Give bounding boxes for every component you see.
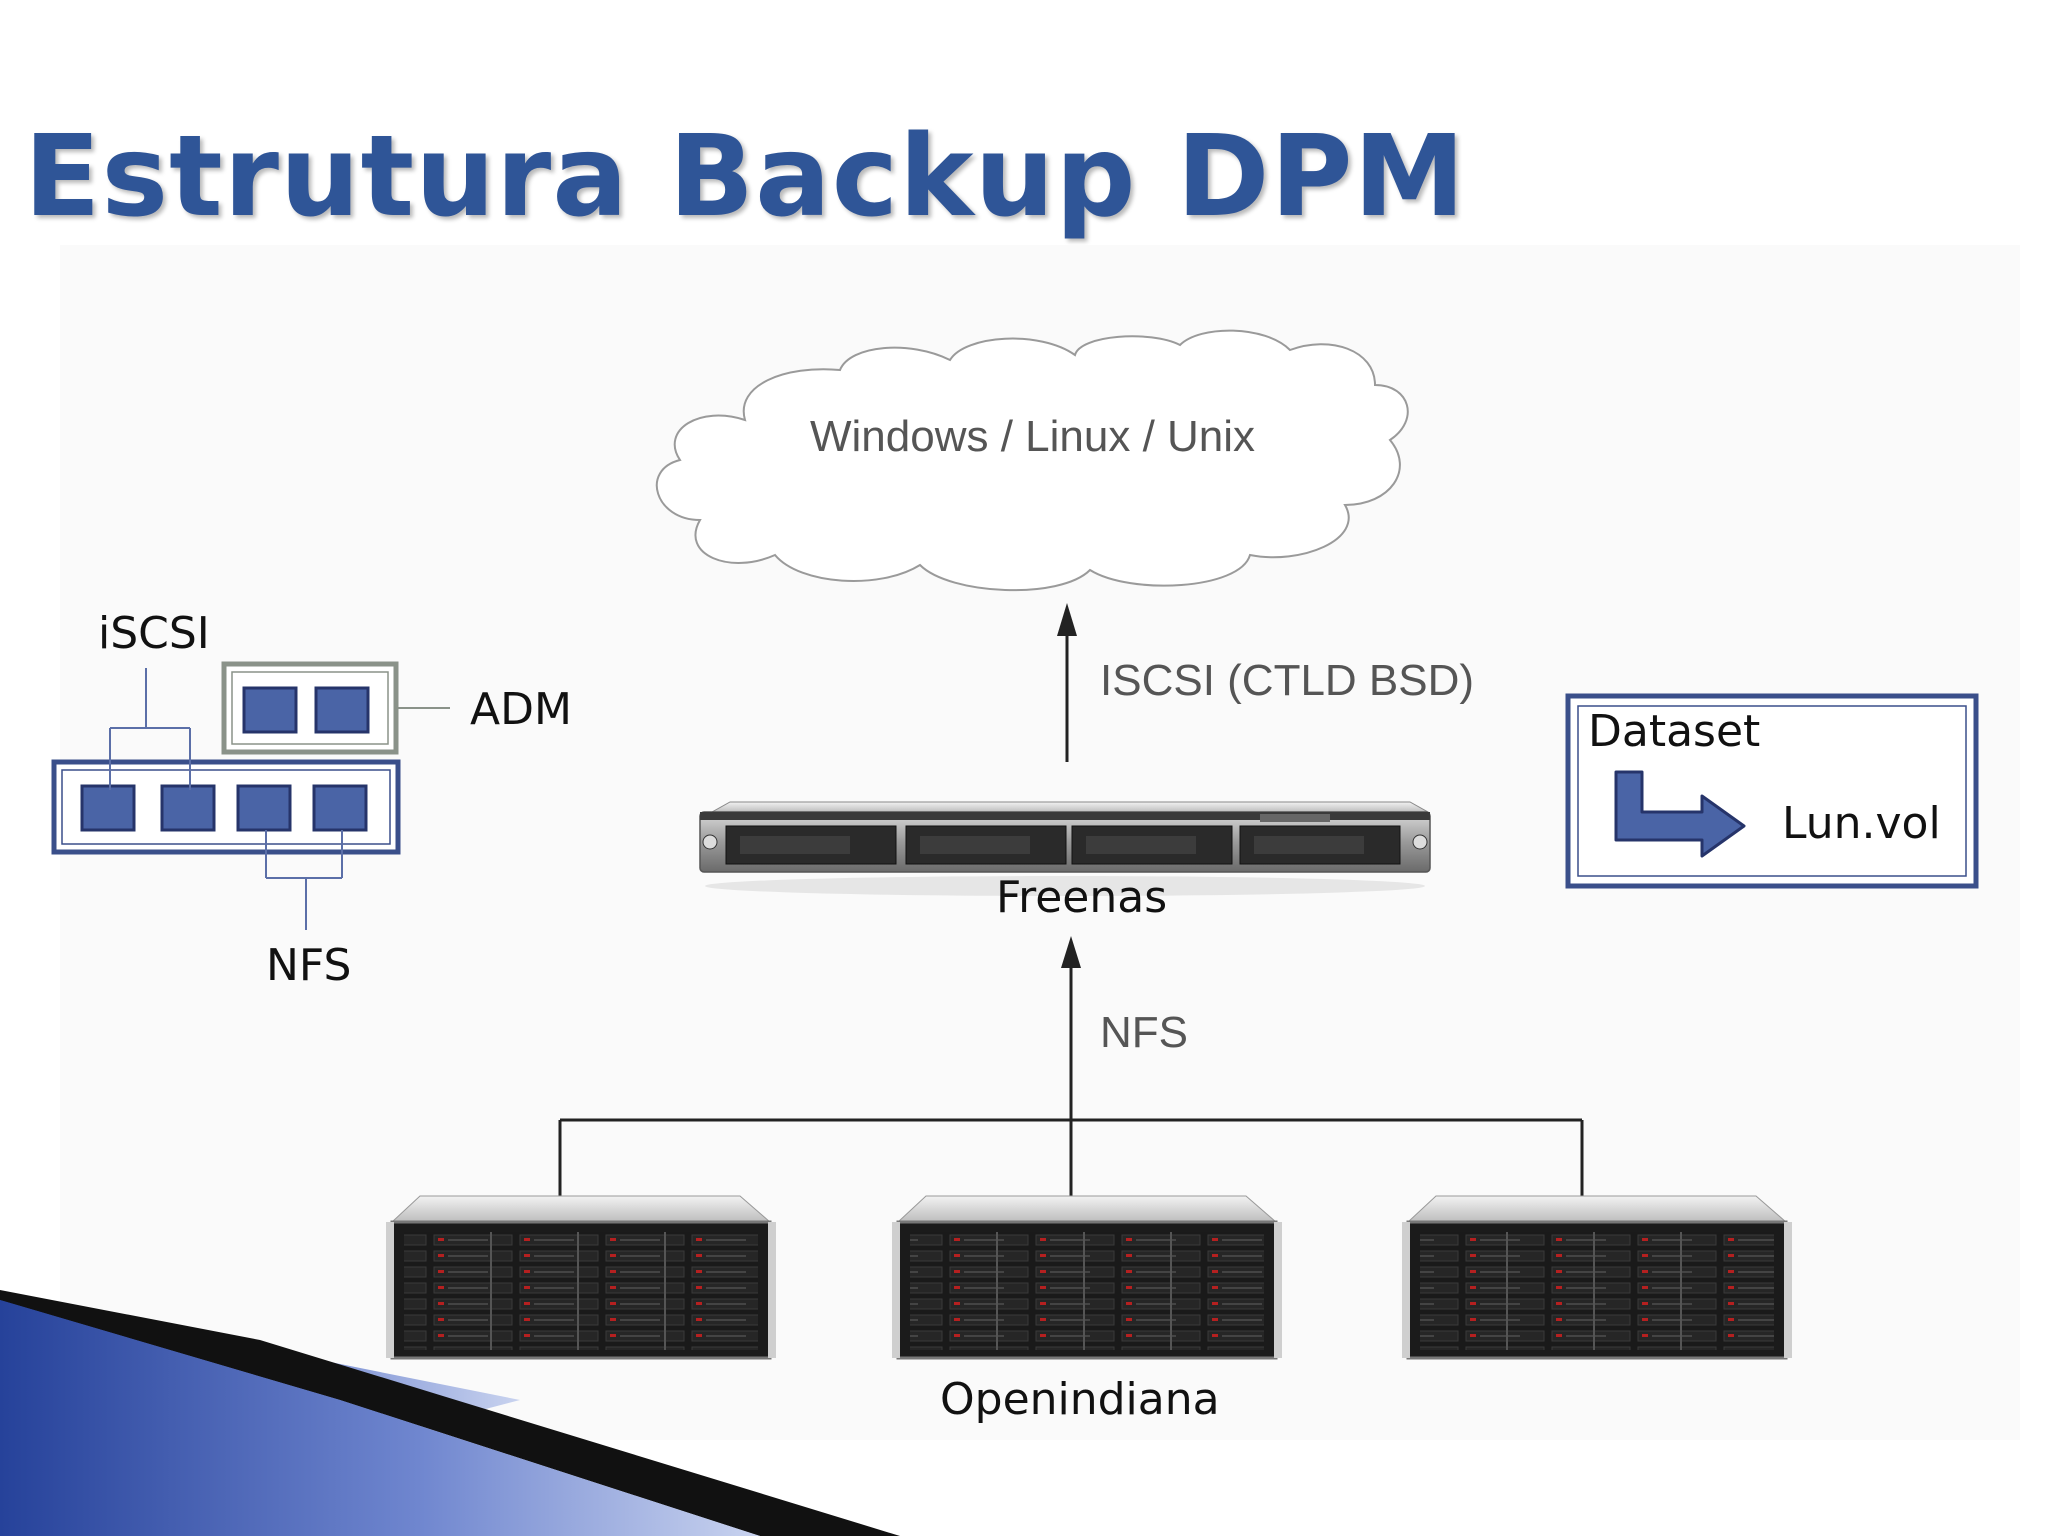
legend-disk-row bbox=[51, 759, 401, 855]
legend-adm-group bbox=[221, 661, 450, 755]
legend-iscsi-label: iSCSI bbox=[98, 608, 210, 659]
legend-iscsi-bracket bbox=[109, 668, 191, 790]
legend-adm-label: ADM bbox=[470, 684, 572, 735]
openindiana-server-1 bbox=[386, 1195, 776, 1360]
nfs-link-label: NFS bbox=[1100, 1008, 1188, 1057]
lun-label: Lun.vol bbox=[1782, 798, 1941, 849]
legend-nfs-bracket bbox=[265, 830, 343, 930]
legend-nfs-label: NFS bbox=[266, 940, 352, 991]
dataset-label: Dataset bbox=[1588, 706, 1761, 757]
cloud-shape bbox=[655, 329, 1409, 592]
freenas-server bbox=[699, 801, 1431, 896]
iscsi-arrow bbox=[1057, 603, 1077, 762]
slide-title: Estrutura Backup DPM bbox=[24, 112, 1466, 242]
iscsi-link-label: ISCSI (CTLD BSD) bbox=[1100, 656, 1475, 705]
openindiana-server-2 bbox=[892, 1195, 1282, 1360]
openindiana-label: Openindiana bbox=[940, 1374, 1220, 1425]
openindiana-server-3 bbox=[1402, 1195, 1792, 1360]
corner-decoration bbox=[0, 1290, 900, 1536]
freenas-label: Freenas bbox=[996, 872, 1168, 923]
dataset-bent-arrow-icon bbox=[1614, 770, 1746, 858]
cloud-label: Windows / Linux / Unix bbox=[810, 412, 1256, 461]
nfs-arrow bbox=[558, 936, 1584, 1196]
